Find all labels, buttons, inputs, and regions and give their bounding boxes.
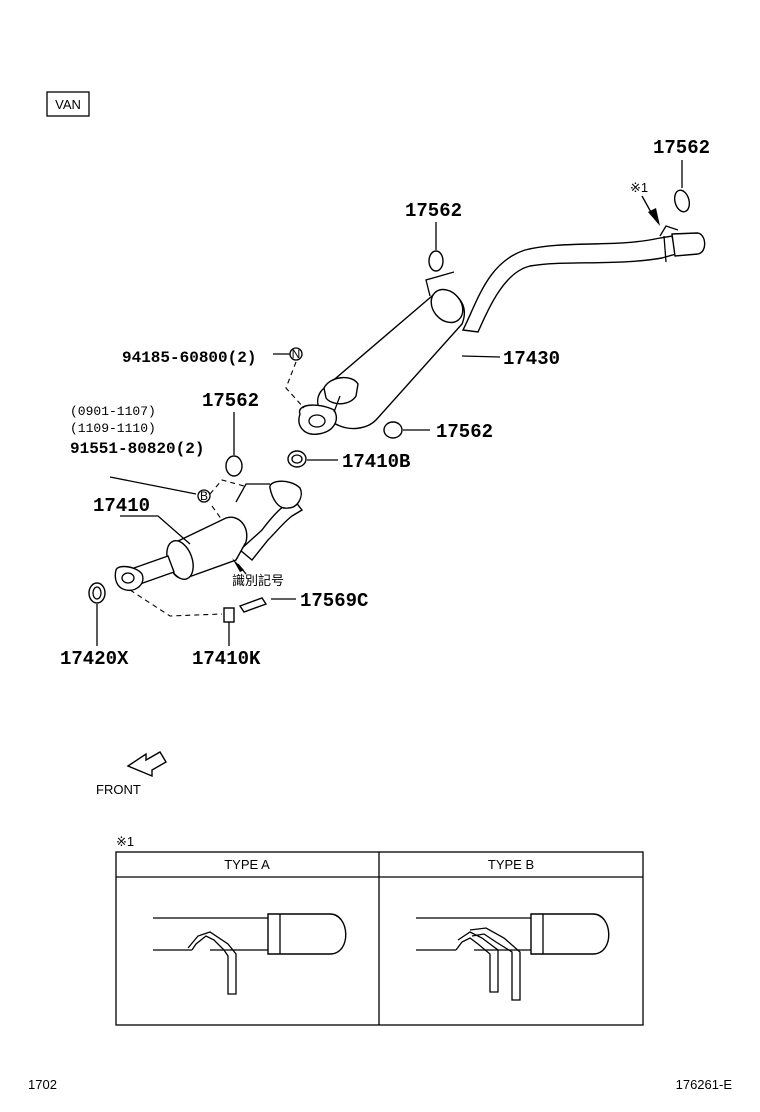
label-17410: 17410 (93, 495, 150, 517)
callout-n: N (289, 347, 303, 361)
tail-pipe (461, 225, 706, 333)
type-a-header: TYPE A (224, 857, 270, 872)
front-arrow: FRONT (96, 751, 167, 797)
front-label: FRONT (96, 782, 141, 797)
label-17562-mid: 17562 (405, 200, 462, 222)
muffler-inlet-flange (298, 395, 341, 435)
hanger-17562-mid (428, 250, 444, 272)
id-mark: 識別記号 (232, 558, 284, 589)
hanger-17562-top-right (673, 189, 691, 213)
note-ref-text: ※1 (630, 180, 648, 195)
label-94185: 94185-60800(2) (122, 349, 256, 367)
hanger-17562-left (225, 455, 243, 477)
label-17410b: 17410B (342, 451, 410, 473)
muffler-17430 (317, 271, 465, 430)
gasket-17410b (287, 450, 307, 468)
label-17562-top-right: 17562 (653, 137, 710, 159)
detail-table: ※1 TYPE A TYPE B (115, 834, 644, 1026)
leader-lines (96, 160, 683, 646)
hanger-17562-right (383, 421, 403, 439)
note-ref-arrow: ※1 (630, 180, 660, 226)
type-b-header: TYPE B (488, 857, 534, 872)
van-badge-text: VAN (55, 97, 81, 112)
sensor-17410k (223, 597, 268, 623)
label-17569c: 17569C (300, 590, 368, 612)
date-range-2: (1109-1110) (70, 421, 156, 436)
label-17420x: 17420X (60, 648, 129, 670)
footer-left: 1702 (28, 1077, 57, 1092)
footer-right: 176261-E (676, 1077, 733, 1092)
svg-text:N: N (292, 347, 301, 361)
svg-text:B: B (200, 489, 208, 503)
callout-b: B (197, 489, 211, 503)
van-badge: VAN (46, 91, 90, 117)
label-91551: 91551-80820(2) (70, 440, 204, 458)
date-range-1: (0901-1107) (70, 404, 156, 419)
label-17430: 17430 (503, 348, 560, 370)
id-mark-text: 識別記号 (232, 573, 284, 589)
label-17562-right: 17562 (436, 421, 493, 443)
type-a-illustration (153, 913, 347, 995)
gasket-17420x (88, 582, 106, 604)
label-17562-left: 17562 (202, 390, 259, 412)
label-17410k: 17410K (192, 648, 261, 670)
dashed-lines (129, 361, 305, 617)
type-b-illustration (416, 913, 610, 1001)
detail-ref: ※1 (116, 834, 134, 849)
front-pipe-17410 (114, 480, 304, 591)
